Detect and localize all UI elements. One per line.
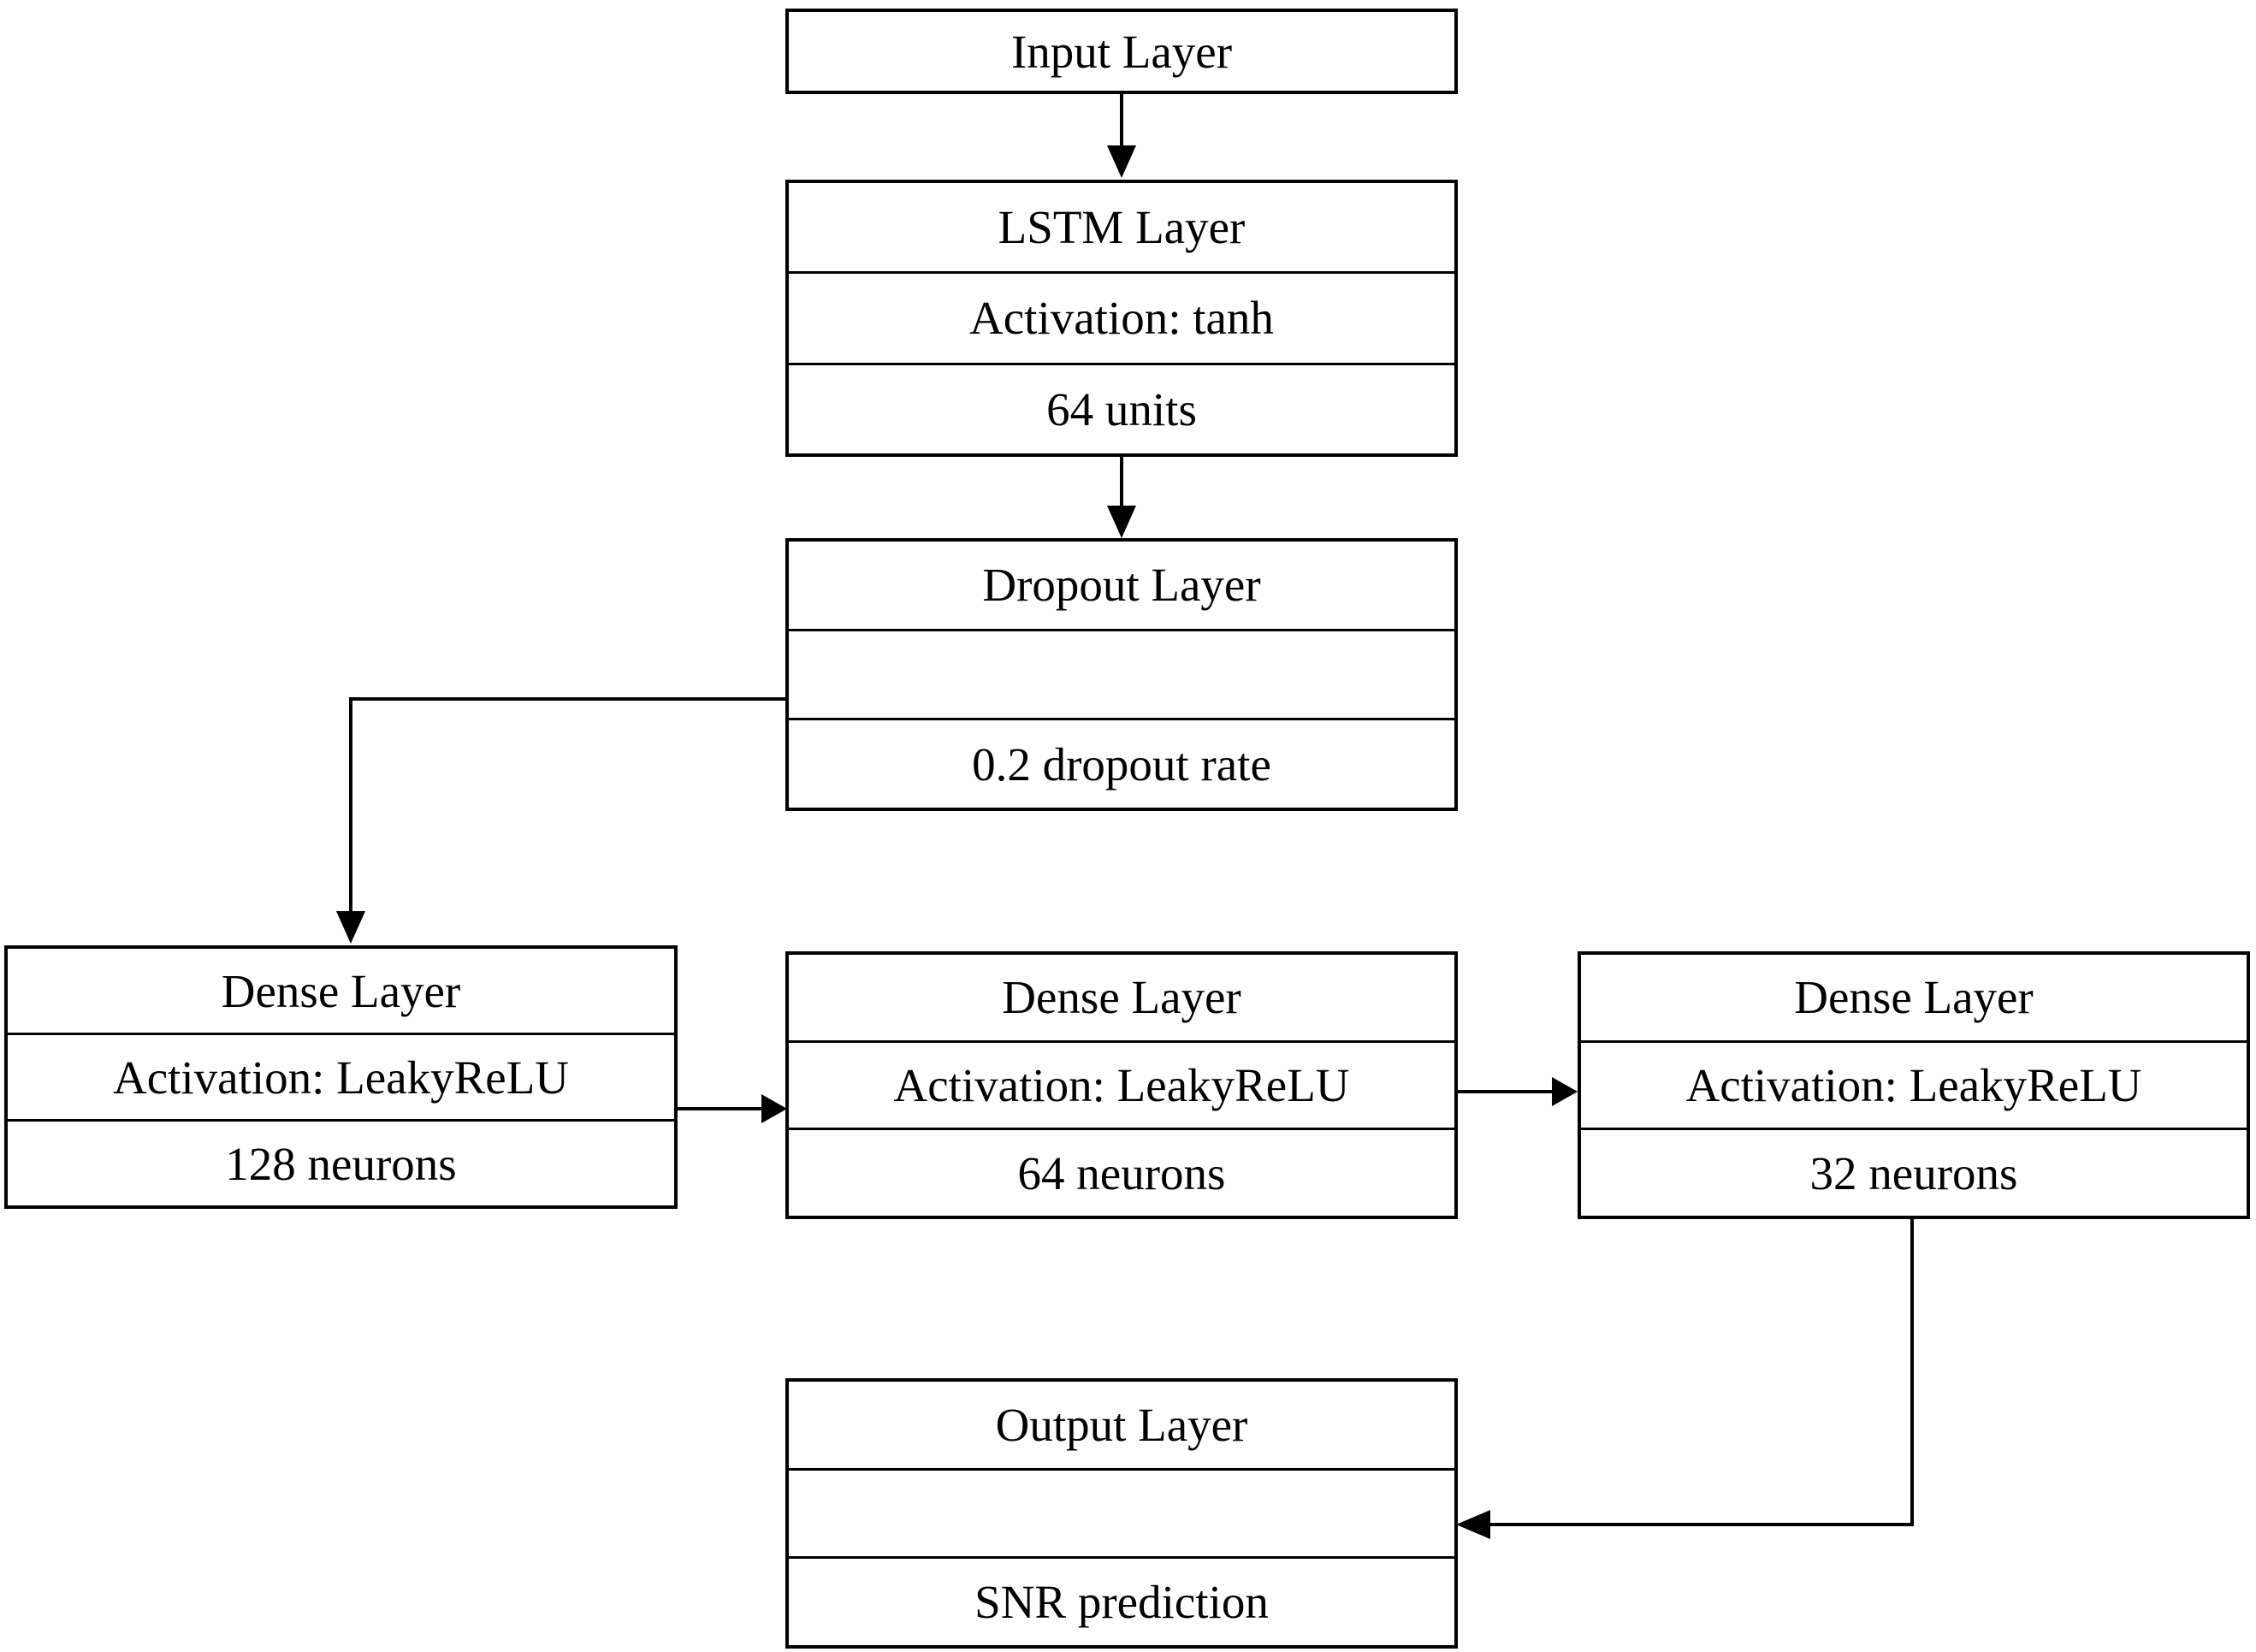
arrowhead-right-icon xyxy=(1552,1077,1578,1106)
input-layer-node: Input Layer xyxy=(785,9,1458,94)
dense2-neurons-cell: 64 neurons xyxy=(789,1128,1454,1216)
arrowhead-down-icon xyxy=(336,911,365,944)
dropout-rate-cell: 0.2 dropout rate xyxy=(789,718,1454,808)
dense1-activation-cell: Activation: LeakyReLU xyxy=(8,1033,674,1119)
output-spacer-cell xyxy=(789,1467,1454,1557)
connector-input-to-lstm-line xyxy=(1120,94,1123,147)
arrowhead-left-icon xyxy=(1456,1510,1490,1539)
output-layer-title: Output Layer xyxy=(995,1398,1248,1451)
dense3-activation-cell: Activation: LeakyReLU xyxy=(1581,1039,2247,1128)
dropout-layer-title: Dropout Layer xyxy=(982,559,1261,612)
arrowhead-down-icon xyxy=(1107,506,1136,538)
dense3-neurons-cell: 32 neurons xyxy=(1581,1128,2247,1216)
dropout-layer-node: Dropout Layer 0.2 dropout rate xyxy=(785,538,1458,811)
dense-layer-128-node: Dense Layer Activation: LeakyReLU 128 ne… xyxy=(4,945,678,1209)
dense-layer-32-node: Dense Layer Activation: LeakyReLU 32 neu… xyxy=(1578,951,2250,1219)
connector-dropout-to-dense1-hline xyxy=(351,697,785,701)
input-layer-title: Input Layer xyxy=(1010,25,1233,78)
connector-dropout-to-dense1-vline xyxy=(349,697,352,913)
lstm-layer-node: LSTM Layer Activation: tanh 64 units xyxy=(785,180,1458,457)
dense1-neurons-cell: 128 neurons xyxy=(8,1119,674,1205)
dense3-title: Dense Layer xyxy=(1794,971,2034,1024)
dense-layer-64-node: Dense Layer Activation: LeakyReLU 64 neu… xyxy=(785,951,1458,1219)
dropout-spacer-cell xyxy=(789,628,1454,719)
arrowhead-down-icon xyxy=(1107,145,1136,178)
output-result-cell: SNR prediction xyxy=(789,1556,1454,1645)
connector-lstm-to-dropout-line xyxy=(1120,457,1123,506)
dense2-activation-cell: Activation: LeakyReLU xyxy=(789,1039,1454,1128)
lstm-layer-title: LSTM Layer xyxy=(998,201,1246,254)
dense1-title: Dense Layer xyxy=(221,964,461,1017)
connector-dense2-to-dense3-line xyxy=(1458,1090,1552,1093)
connector-dense3-to-output-vline xyxy=(1910,1219,1914,1525)
dense2-title: Dense Layer xyxy=(1002,971,1241,1024)
lstm-units-cell: 64 units xyxy=(789,362,1454,453)
connector-dense3-to-output-hline xyxy=(1490,1523,1914,1526)
connector-dense1-to-dense2-line xyxy=(678,1107,761,1110)
output-layer-node: Output Layer SNR prediction xyxy=(785,1378,1458,1649)
arrowhead-right-icon xyxy=(761,1094,787,1123)
lstm-activation-cell: Activation: tanh xyxy=(789,271,1454,362)
